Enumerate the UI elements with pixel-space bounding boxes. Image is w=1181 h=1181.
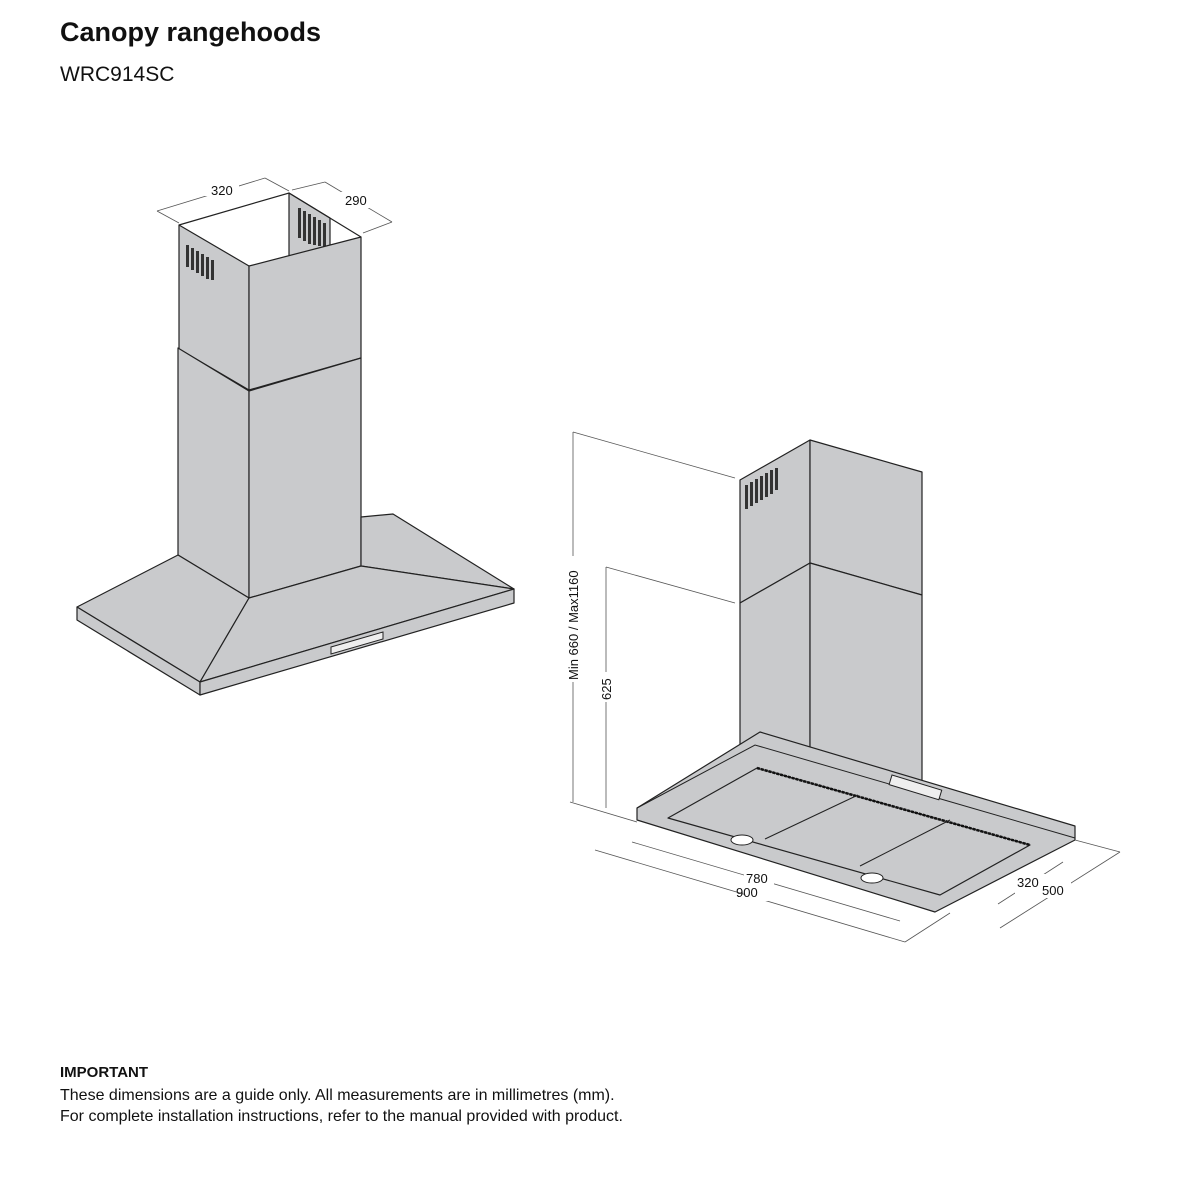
model-number: WRC914SC: [60, 63, 175, 86]
control-panel: [888, 774, 943, 801]
lower-chimney-right: [248, 357, 362, 599]
note-heading: IMPORTANT: [60, 1064, 149, 1081]
control-panel: [330, 631, 384, 655]
dim-height-range: Min 660 / Max1160: [566, 570, 581, 680]
page-title: Canopy rangehoods: [60, 17, 322, 47]
dim-overall-width: 900: [736, 885, 758, 900]
dim-chimney-width: 320: [211, 183, 233, 198]
side-view-rangehood: Min 660 / Max1160 625 780 900 320 500: [566, 431, 1121, 943]
vent-slots-icon: [298, 208, 326, 247]
dim-canopy-chimney: 625: [599, 678, 614, 700]
lower-chimney-left: [177, 347, 250, 599]
note-line-1: These dimensions are a guide only. All m…: [60, 1087, 615, 1104]
important-note: IMPORTANT These dimensions are a guide o…: [60, 1062, 623, 1127]
note-line-2: For complete installation instructions, …: [60, 1108, 623, 1125]
dim-filter-depth: 320: [1017, 875, 1039, 890]
light-icon: [730, 834, 754, 846]
light-icon: [860, 872, 884, 884]
dim-chimney-depth: 290: [345, 193, 367, 208]
front-view-rangehood: 320 290: [76, 177, 515, 696]
dim-overall-depth: 500: [1042, 883, 1064, 898]
dim-filter-width: 780: [746, 871, 768, 886]
